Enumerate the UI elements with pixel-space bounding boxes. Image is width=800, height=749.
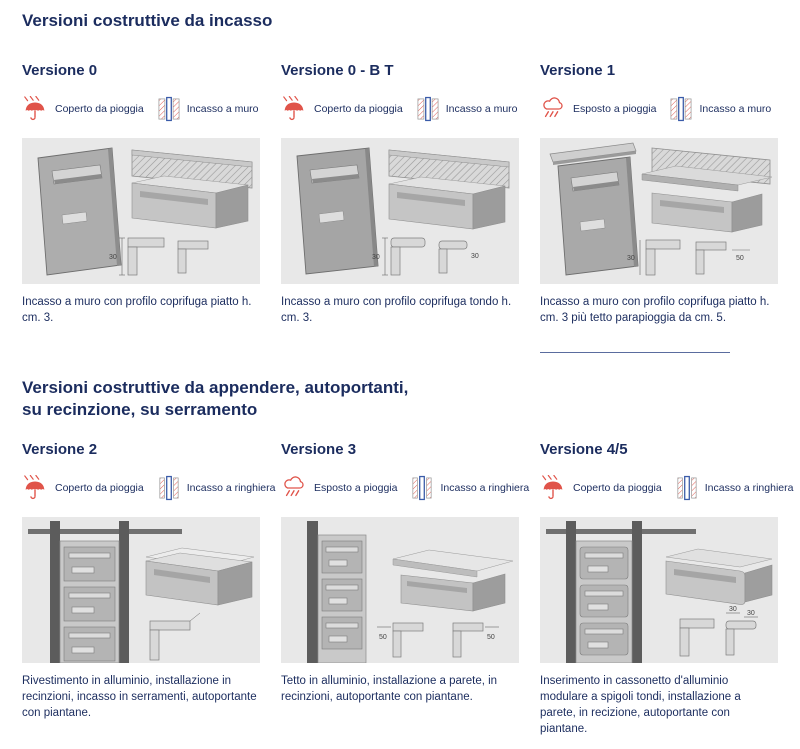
figure: 30 50 [540, 138, 778, 285]
weather-label: Coperto da pioggia [573, 481, 662, 494]
version-card-3: Versione 3 Esposto a pioggia Incasso a r… [281, 440, 529, 749]
mount-label: Incasso a ringhiera [186, 481, 276, 494]
svg-text:50: 50 [487, 634, 495, 641]
caption: Incasso a muro con profilo coprifuga ton… [281, 296, 512, 325]
mount-label: Incasso a ringhiera [440, 481, 530, 494]
figure: 30 30 [281, 138, 519, 285]
caption: Inserimento in cassonetto d'alluminio mo… [540, 674, 741, 736]
version-title: Versione 3 [281, 440, 357, 458]
svg-text:30: 30 [747, 610, 755, 617]
svg-text:30: 30 [471, 253, 479, 260]
section1-title: Versioni costruttive da incasso [22, 11, 273, 30]
svg-text:30: 30 [372, 254, 380, 261]
caption: Tetto in alluminio, installazione a pare… [281, 674, 498, 703]
caption: Rivestimento in alluminio, installazione… [22, 674, 257, 719]
versions-grid-incasso: Versione 0 Coperto da pioggia Incasso a [22, 62, 778, 353]
svg-text:30: 30 [109, 254, 117, 261]
version-card-0bt: Versione 0 - B T Coperto da pioggia Inca [281, 62, 519, 353]
railing-inset-icon [412, 475, 433, 500]
umbrella-rain-icon [24, 474, 45, 499]
illustration-versione-2 [22, 516, 260, 663]
figure: 30 [22, 138, 260, 285]
rain-cloud-icon [543, 97, 563, 118]
wall-inset-icon [158, 96, 180, 122]
weather-label: Coperto da pioggia [55, 103, 144, 116]
mount-label: Incasso a muro [186, 103, 259, 116]
version-card-1: Versione 1 Esposto a pioggia Incasso a m… [540, 62, 778, 353]
railing-inset-icon [677, 475, 697, 500]
section2-title-line2: su recinzione, su serramento [22, 399, 258, 419]
umbrella-rain-icon [24, 96, 45, 121]
svg-text:50: 50 [379, 634, 387, 641]
railing-inset-icon [159, 475, 179, 500]
caption: Incasso a muro con profilo coprifuga pia… [540, 296, 770, 325]
mount-label: Incasso a muro [699, 103, 772, 116]
version-card-2: Versione 2 Coperto da pioggia Incasso a [22, 440, 275, 749]
version-card-0: Versione 0 Coperto da pioggia Incasso a [22, 62, 260, 353]
illustration-versione-4-5: 30 30 [540, 516, 778, 663]
weather-label: Esposto a pioggia [314, 481, 398, 494]
icon-row: Coperto da pioggia Incasso a ringhiera [22, 471, 275, 505]
versions-grid-appendere: Versione 2 Coperto da pioggia Incasso a [22, 440, 793, 749]
umbrella-rain-icon [283, 96, 304, 121]
version-title: Versione 2 [22, 440, 98, 458]
wall-inset-icon [671, 96, 692, 122]
version-title: Versione 0 - B T [281, 62, 394, 80]
caption-underline [540, 351, 730, 353]
svg-text:30: 30 [729, 606, 737, 613]
icon-row: Coperto da pioggia Incasso a muro [22, 92, 260, 126]
illustration-versione-0bt: 30 30 [281, 138, 519, 285]
icon-row: Esposto a pioggia Incasso a ringhiera [281, 471, 529, 505]
weather-label: Esposto a pioggia [573, 103, 657, 116]
rain-cloud-icon [284, 476, 304, 496]
version-title: Versione 0 [22, 62, 98, 80]
icon-row: Esposto a pioggia Incasso a muro [540, 92, 778, 126]
wall-inset-icon [417, 96, 439, 122]
version-title: Versione 4/5 [540, 440, 628, 458]
illustration-versione-3: 50 50 [281, 516, 519, 663]
umbrella-rain-icon [542, 474, 563, 499]
figure: 50 50 [281, 516, 519, 663]
svg-text:30: 30 [627, 255, 635, 262]
caption: Incasso a muro con profilo coprifuga pia… [22, 296, 252, 325]
mount-label: Incasso a muro [445, 103, 518, 116]
icon-row: Coperto da pioggia Incasso a ringhiera [540, 471, 793, 505]
icon-row: Coperto da pioggia Incasso a muro [281, 92, 519, 126]
section2-title: Versioni costruttive da appendere, autop… [22, 377, 778, 421]
mount-label: Incasso a ringhiera [704, 481, 794, 494]
illustration-versione-1: 30 50 [540, 138, 778, 285]
version-title: Versione 1 [540, 62, 616, 80]
weather-label: Coperto da pioggia [314, 103, 403, 116]
figure [22, 516, 260, 663]
section2-title-line1: Versioni costruttive da appendere, autop… [22, 377, 409, 397]
svg-text:50: 50 [736, 255, 744, 262]
version-card-4-5: Versione 4/5 Coperto da pioggia Incasso [540, 440, 793, 749]
illustration-versione-0: 30 [22, 138, 260, 285]
figure: 30 30 [540, 516, 778, 663]
weather-label: Coperto da pioggia [55, 481, 144, 494]
